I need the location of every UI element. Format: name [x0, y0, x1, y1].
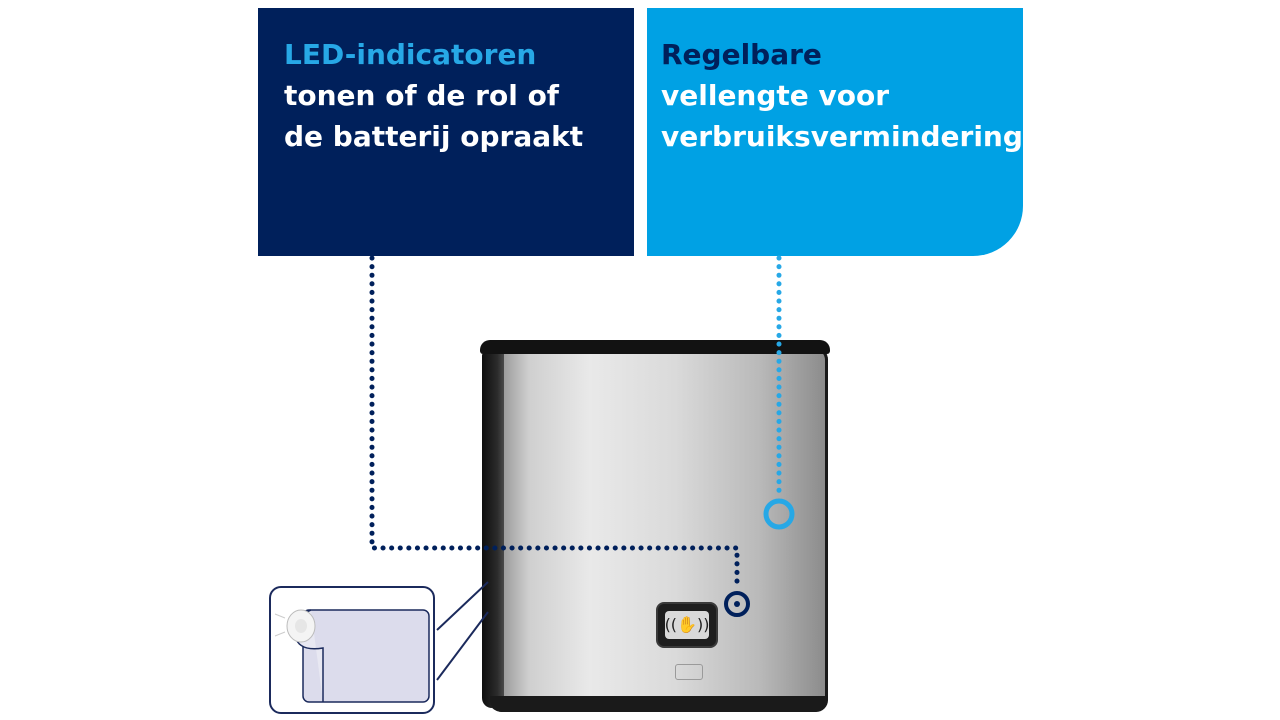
led-marker-dot — [734, 601, 740, 607]
inset-pointer-upper — [436, 581, 489, 631]
dispenser-bottom — [490, 696, 828, 712]
sheet-length-line-1: vellengte voor — [661, 79, 890, 112]
sheet-length-heading: Regelbare — [661, 38, 822, 71]
hand-wave-icon: ((✋)) — [665, 611, 709, 639]
led-indicator-line-2: de batterij opraakt — [284, 120, 584, 153]
inset-pointer-lower — [436, 611, 489, 681]
sheet-length-panel: Regelbare vellengte voor verbruiksvermin… — [647, 8, 1023, 256]
led-marker-ring — [724, 591, 750, 617]
dispenser-top — [480, 340, 830, 354]
led-connector-line — [369, 255, 740, 591]
led-indicator-line-1: tonen of de rol of — [284, 79, 559, 112]
sheet-length-line-2: verbruiksvermindering — [661, 120, 1023, 153]
led-indicator-panel: LED-indicatoren tonen of de rol of de ba… — [258, 8, 634, 256]
dispenser-body — [488, 346, 828, 712]
brand-logo-icon — [675, 664, 703, 680]
hand-sensor: ((✋)) — [656, 602, 718, 648]
led-indicator-heading: LED-indicatoren — [284, 38, 537, 71]
sheet-length-marker-ring — [763, 498, 795, 530]
paper-roll-inset — [269, 586, 435, 714]
towel-dispenser: ((✋)) — [480, 340, 830, 712]
dispenser-side-edge — [482, 350, 504, 708]
paper-roll-icon — [274, 609, 430, 703]
